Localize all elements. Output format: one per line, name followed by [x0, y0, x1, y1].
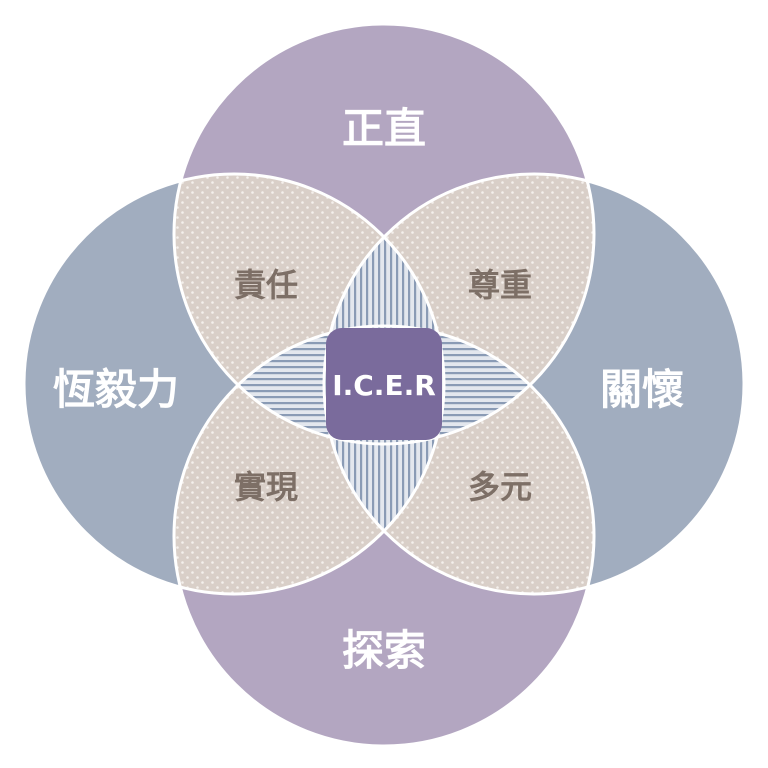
overlap-label-bottom-left: 實現	[234, 468, 298, 506]
circle-outlines	[22, 22, 746, 748]
circle-label-right: 關懷	[600, 365, 684, 414]
overlap-label-top-right: 尊重	[468, 266, 532, 304]
overlap-label-bottom-right: 多元	[468, 468, 532, 506]
overlap-label-top-left: 責任	[234, 266, 298, 304]
center-box	[326, 328, 442, 440]
circle-label-bottom: 探索	[342, 626, 426, 675]
center-label: I.C.E.R	[332, 369, 436, 402]
circle-label-left: 恆毅力	[53, 365, 179, 414]
circle-label-top: 正直	[342, 104, 426, 153]
